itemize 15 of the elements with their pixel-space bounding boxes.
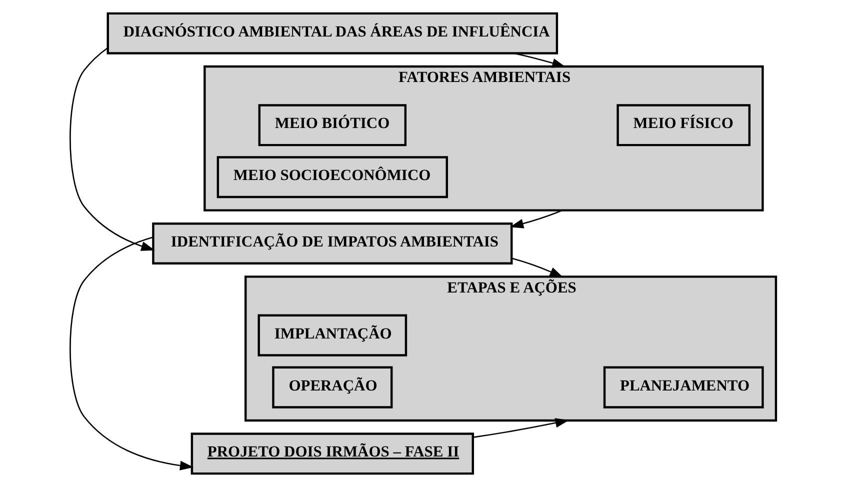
arrow: [509, 209, 562, 228]
node-box: IDENTIFICAÇÃO DE IMPATOS AMBIENTAIS: [152, 222, 512, 264]
arrow: [472, 418, 569, 438]
node-box: MEIO SOCIOECONÔMICO: [216, 156, 448, 198]
arrow: [512, 52, 566, 68]
arrow: [69, 236, 194, 470]
arrow: [69, 46, 154, 250]
node-box: MEIO FÍSICO: [616, 104, 750, 146]
node-box: PLANEJAMENTO: [602, 366, 764, 408]
node-box: MEIO BIÓTICO: [258, 104, 406, 146]
node-box: PROJETO DOIS IRMÃOS – FASE II: [190, 432, 474, 474]
node-box: DIAGNÓSTICO AMBIENTAL DAS ÁREAS DE INFLUÊNCIA: [106, 12, 558, 54]
node-box: OPERAÇÃO: [272, 366, 392, 408]
arrow: [510, 257, 563, 277]
node-box: IMPLANTAÇÃO: [257, 314, 407, 356]
